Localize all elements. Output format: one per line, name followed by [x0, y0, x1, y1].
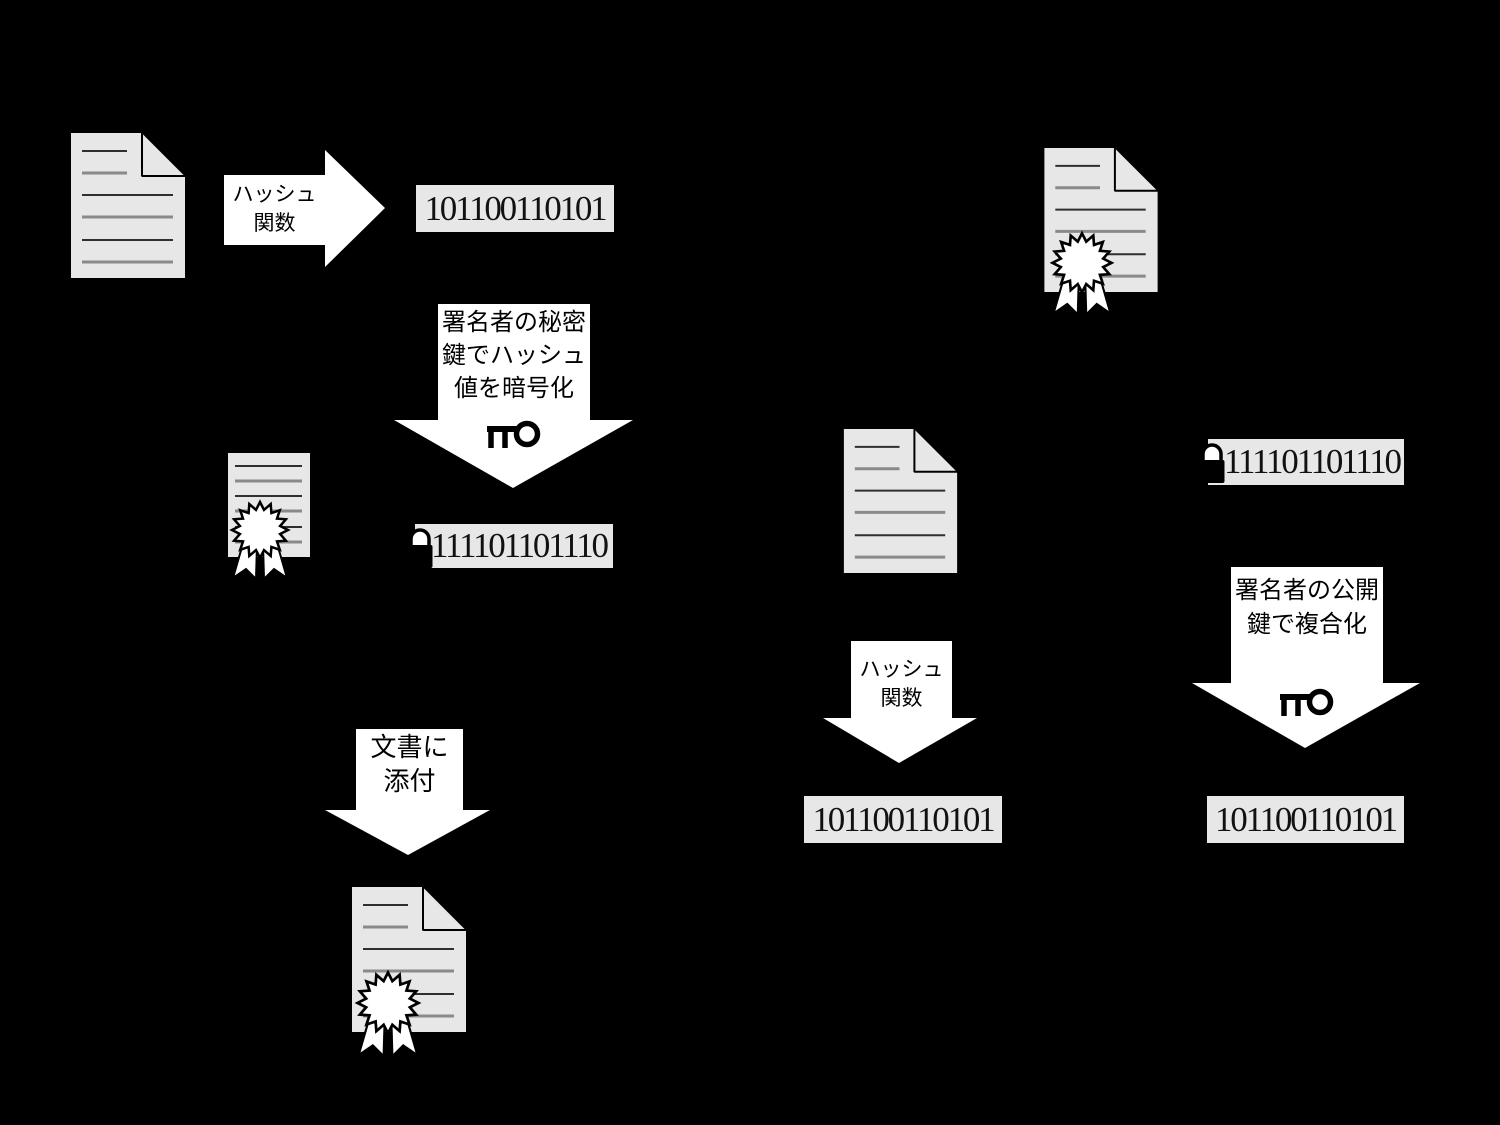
certificate-document-icon — [1042, 146, 1160, 317]
padlock-icon — [1199, 443, 1225, 483]
received-signature-box: 111101101110 — [1199, 439, 1404, 485]
hash-function-arrow: ハッシュ 関数 — [224, 150, 385, 267]
hash-value-text: 101100110101 — [424, 188, 607, 228]
public-key-icon — [1280, 688, 1334, 716]
attach-to-document-arrow: 文書に 添付 — [325, 729, 490, 855]
verify-hash-arrow-label: ハッシュ 関数 — [859, 657, 944, 710]
signed-document-icon — [350, 885, 468, 1059]
received-signature-text: 111101101110 — [1224, 442, 1402, 481]
hash-value-box: 101100110101 — [416, 185, 614, 232]
attach-arrow-label: 文書に 添付 — [370, 733, 449, 797]
signature-file-icon — [226, 451, 312, 582]
award-seal-icon — [229, 499, 291, 582]
award-seal-icon — [1049, 230, 1115, 317]
encrypt-arrow-label: 署名者の秘密 鍵でハッシュ 値を暗号化 — [442, 308, 586, 402]
private-key-icon — [487, 420, 541, 448]
original-document-icon — [69, 131, 187, 280]
hash-function-arrow-label: ハッシュ 関数 — [232, 182, 317, 235]
verify-hash-function-arrow: ハッシュ 関数 — [823, 641, 977, 763]
encrypt-with-private-key-arrow: 署名者の秘密 鍵でハッシュ 値を暗号化 — [394, 304, 633, 488]
received-document-icon — [841, 427, 960, 575]
decrypted-hash-box: 101100110101 — [1207, 796, 1404, 843]
encrypted-signature-box: 111101101110 — [407, 524, 613, 568]
award-seal-icon — [354, 969, 422, 1059]
decrypt-arrow-label: 署名者の公開 鍵で複合化 — [1235, 576, 1379, 638]
decrypted-hash-text: 101100110101 — [1214, 799, 1398, 839]
document-icon — [841, 427, 960, 575]
padlock-icon — [407, 528, 433, 568]
encrypted-signature-text: 111101101110 — [431, 526, 609, 565]
computed-hash-box: 101100110101 — [804, 796, 1002, 843]
decrypt-with-public-key-arrow: 署名者の公開 鍵で複合化 — [1192, 567, 1420, 748]
document-icon — [69, 131, 187, 280]
computed-hash-text: 101100110101 — [812, 799, 995, 839]
